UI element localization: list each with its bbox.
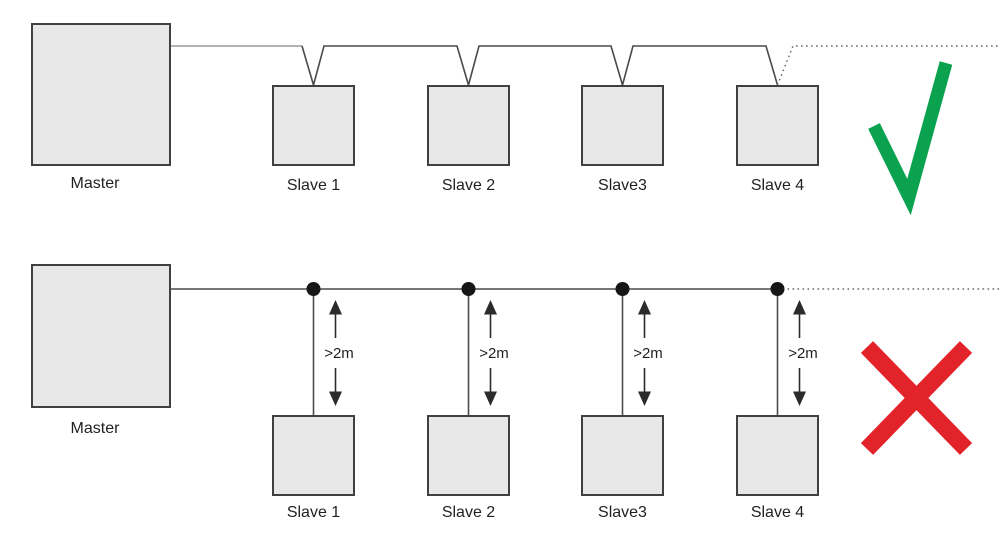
bus-continuation-dotted xyxy=(776,45,1000,86)
slave-box xyxy=(272,85,355,166)
slave-box xyxy=(581,415,664,496)
junction-dot xyxy=(461,282,476,296)
slave-label: Slave 2 xyxy=(442,177,495,194)
stub-length-label: >2m xyxy=(479,345,509,362)
slave-box xyxy=(272,415,355,496)
slave-box xyxy=(581,85,664,166)
slave-box xyxy=(427,85,510,166)
slave-box xyxy=(427,415,510,496)
stub-length-arrow xyxy=(484,300,497,406)
slave-box xyxy=(736,85,819,166)
checkmark-icon xyxy=(868,61,953,216)
slave-label: Slave 1 xyxy=(287,504,340,521)
junction-dot xyxy=(770,282,785,296)
junction-dot xyxy=(615,282,630,296)
stub-length-arrow xyxy=(793,300,806,406)
cross-icon xyxy=(860,341,973,455)
stub-length-arrow xyxy=(638,300,651,406)
bus-line xyxy=(301,45,779,88)
stub-length-label: >2m xyxy=(633,345,663,362)
junction-dot xyxy=(306,282,321,296)
slave-label: Slave 4 xyxy=(751,504,804,521)
slave-label: Slave3 xyxy=(598,177,647,194)
incorrect-topology-diagram: Master >2m >2m xyxy=(31,264,1000,521)
slave-label: Slave 1 xyxy=(287,177,340,194)
master-box xyxy=(31,264,171,408)
master-label: Master xyxy=(71,420,121,437)
stub-length-label: >2m xyxy=(324,345,354,362)
master-box xyxy=(31,23,171,166)
master-label: Master xyxy=(71,175,121,192)
slave-label: Slave 2 xyxy=(442,504,495,521)
slave-box xyxy=(736,415,819,496)
stub-length-label: >2m xyxy=(788,345,818,362)
slave-label: Slave3 xyxy=(598,504,647,521)
correct-topology-diagram: Master Slave 1 Slave 2 Slave3 Slave 4 xyxy=(31,23,1000,216)
stub-length-arrow xyxy=(329,300,342,406)
slave-label: Slave 4 xyxy=(751,177,804,194)
